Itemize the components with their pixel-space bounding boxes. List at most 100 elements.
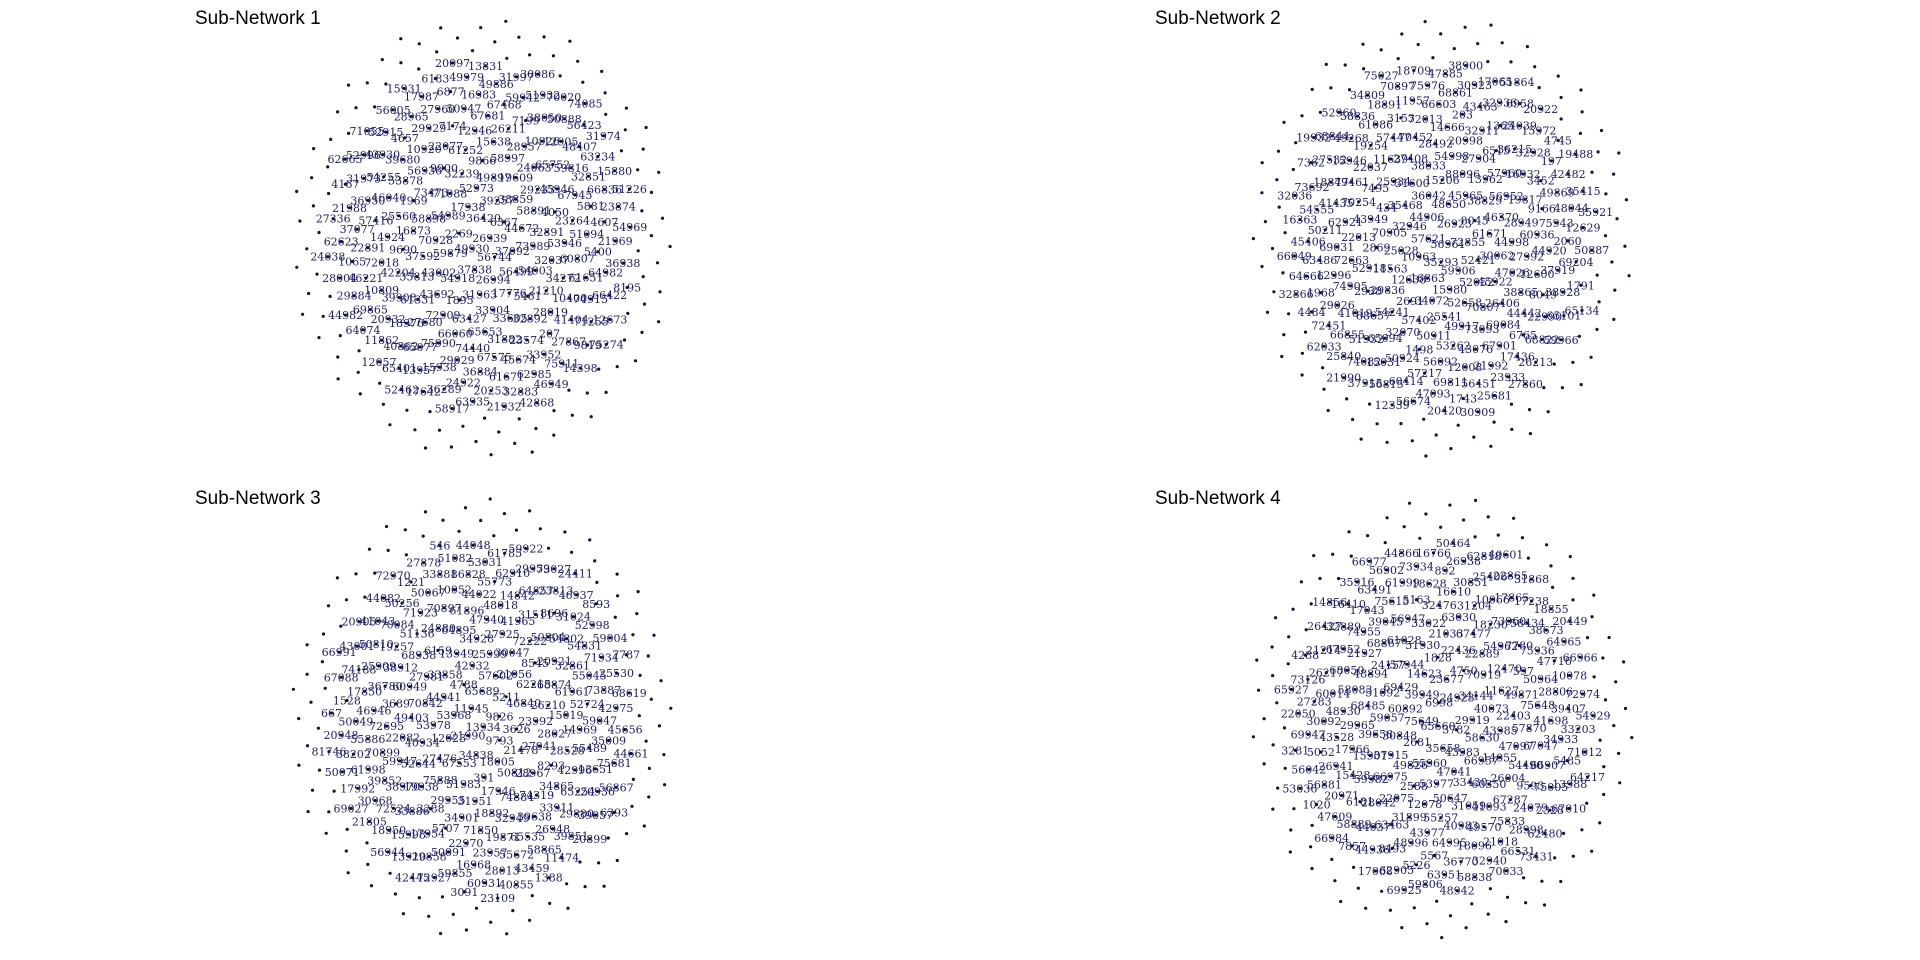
network-node [429,191,433,195]
node-label: 15019 [549,709,584,722]
network-node [612,761,616,765]
node-label: 45965 [1448,190,1483,203]
node-label: 31204 [1457,600,1492,613]
network-node [391,108,395,112]
network-node [1576,727,1580,731]
node-label: 29884 [337,290,372,303]
network-node [397,296,401,300]
network-node [470,247,474,251]
network-node [1598,821,1602,825]
network-node [1498,728,1502,733]
network-node [1335,735,1339,739]
network-node [340,770,344,774]
network-node [384,82,388,86]
node-label: 1365 [1486,120,1514,133]
network-node [1362,67,1366,71]
network-node [1537,86,1541,90]
network-node [1578,131,1582,135]
network-node [1361,42,1365,46]
network-node [419,95,424,99]
network-node [1389,753,1393,757]
network-node [492,175,496,179]
network-node [422,561,426,565]
network-node [528,317,532,321]
node-label: 20932 [371,313,406,326]
node-label: 68874 [537,678,572,691]
node-label: 24039 [1502,120,1537,133]
network-node [1364,906,1368,910]
node-label: 15931 [387,83,422,96]
node-label: 67575 [477,351,512,364]
network-node [1539,179,1543,183]
network-node [482,881,487,885]
network-node [604,390,608,394]
network-node [466,734,470,738]
network-node [1519,693,1523,697]
node-label: 25909 [361,660,396,673]
network-node [503,551,507,555]
node-label: 14623 [1407,668,1442,681]
node-label: 31974 [586,130,621,143]
node-label: 61998 [351,763,386,776]
network-node [538,527,542,531]
network-node [1410,439,1414,443]
network-node [1577,334,1581,338]
node-label: 50211 [1308,224,1343,237]
network-node [1556,74,1560,78]
network-node [614,706,618,710]
network-node [1296,711,1300,715]
network-node [1494,149,1498,153]
network-node [1405,662,1409,666]
node-label: 44906 [1409,211,1444,224]
node-label: 49268 [1334,132,1369,145]
network-node [526,835,530,839]
network-node [497,430,501,434]
network-node [1319,750,1323,754]
network-node [510,816,514,820]
node-label: 54969 [612,221,647,234]
node-label: 3091 [450,886,478,899]
network-node [563,530,567,534]
node-label: 26923 [1437,218,1472,231]
node-label: 10963 [1401,251,1436,264]
network-node [1522,876,1526,880]
node-label: 22037 [1353,161,1388,174]
network-node [1499,215,1503,219]
network-node [387,828,391,832]
node-label: 18709 [1396,64,1431,77]
node-label: 28492 [1418,138,1453,151]
network-node [517,357,521,361]
network-node [1381,690,1385,694]
network-node [441,518,445,522]
node-label: 9826 [486,710,514,723]
network-node [542,35,546,39]
network-node [1500,41,1504,45]
node-label: 70897 [427,602,462,615]
node-label: 33904 [475,304,510,317]
node-label: 37592 [405,250,440,263]
network-node [386,548,390,552]
network-node [295,189,299,193]
network-node [461,424,465,428]
network-node [585,702,589,706]
network-node [562,117,566,121]
node-label: 41698 [1533,714,1568,727]
network-node [647,795,651,799]
network-node [425,674,429,678]
node-label: 39057 [578,809,613,822]
node-label: 44998 [1494,236,1529,249]
node-label: 29919 [1455,714,1490,727]
network-node [587,673,591,677]
node-label: 27336 [316,213,351,226]
network-node [301,312,305,316]
network-node [630,804,634,808]
node-label: 51930 [1405,639,1440,652]
network-node [1461,172,1465,176]
node-label: 63935 [455,396,490,409]
node-label: 8696 [540,607,568,620]
node-label: 22889 [1465,647,1500,660]
network-node [457,231,461,235]
node-label: 8593 [582,598,610,611]
network-node [530,894,534,898]
